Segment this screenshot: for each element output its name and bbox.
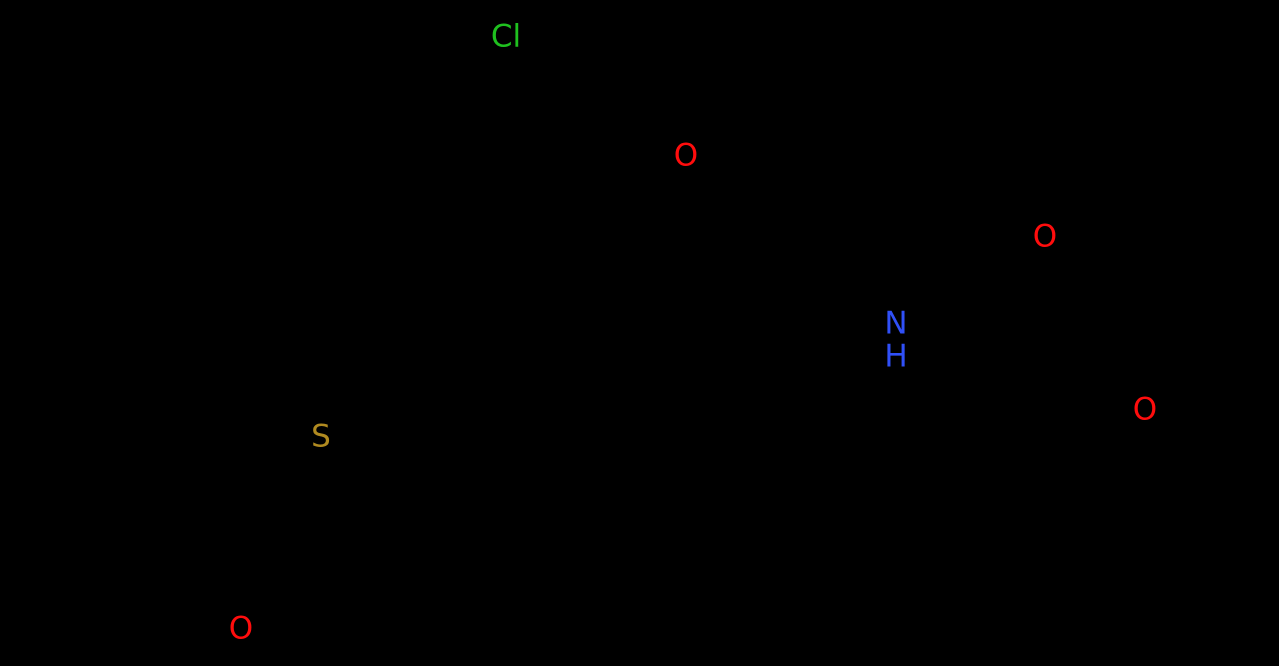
oxygen-atom-label: O <box>1032 218 1058 255</box>
oxygen-atom-label: O <box>228 610 254 647</box>
oxygen-atom-label: O <box>1132 391 1158 428</box>
sulfur-atom-label: S <box>311 418 331 455</box>
oxygen-atom-label: O <box>673 137 699 174</box>
nitrogen-nh-atom-label: N H <box>884 305 908 374</box>
chlorine-atom-label: Cl <box>490 18 522 55</box>
